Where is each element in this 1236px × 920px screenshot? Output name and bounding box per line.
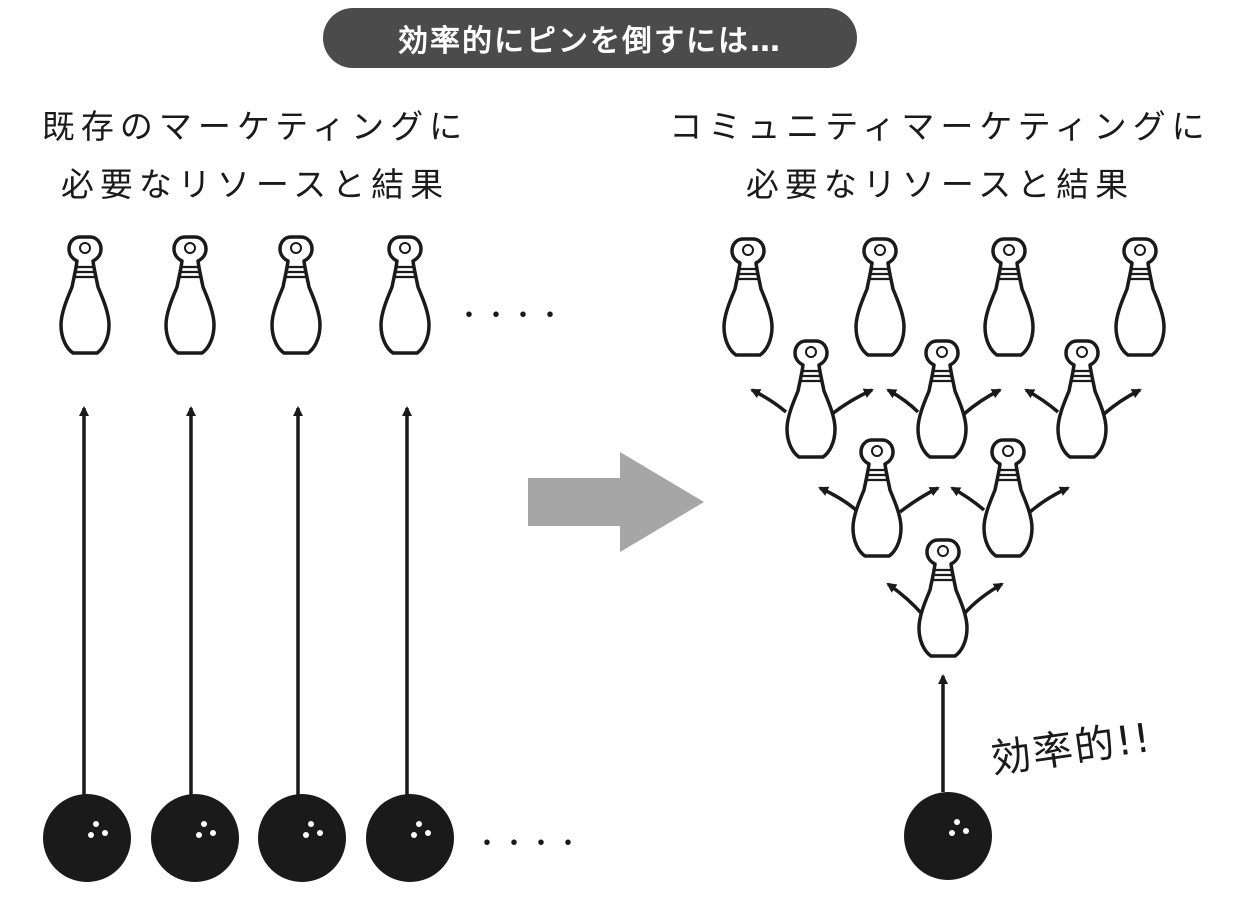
bowling-ball-icon	[151, 794, 239, 882]
bowling-pin-icon	[270, 235, 322, 355]
right-heading: コミュニティマーケティングに 必要なリソースと結果	[660, 98, 1220, 214]
bowling-ball-icon	[258, 794, 346, 882]
branch-arrow	[818, 486, 858, 512]
branch-arrow	[886, 582, 924, 616]
left-column-1	[43, 235, 131, 882]
bowling-pin-icon	[379, 235, 431, 355]
bowling-pin-icon	[785, 339, 837, 459]
bowling-pin-icon	[916, 339, 968, 459]
right-heading-line2: 必要なリソースと結果	[745, 165, 1135, 204]
left-heading: 既存のマーケティングに 必要なリソースと結果	[20, 98, 490, 214]
branch-arrow	[962, 388, 1002, 416]
branch-arrow	[950, 486, 986, 512]
pin-second-row	[785, 339, 1108, 459]
bowling-pin-icon	[983, 237, 1035, 357]
bowling-pin-icon	[982, 438, 1034, 558]
branch-arrow	[1028, 486, 1070, 514]
bowling-pin-icon	[1056, 339, 1108, 459]
left-column-2	[151, 235, 239, 882]
branch-arrow	[1102, 388, 1142, 416]
bowling-ball-icon	[366, 794, 454, 882]
bowling-pin-icon	[917, 538, 969, 658]
bowling-pin-icon	[851, 438, 903, 558]
bowling-ball-icon	[43, 794, 131, 882]
title-text: 効率的にピンを倒すには…	[398, 24, 782, 59]
branch-arrow	[1024, 388, 1060, 414]
left-column-3	[258, 235, 346, 882]
bowling-pin-icon	[854, 237, 906, 357]
pin-front	[917, 538, 969, 658]
left-column-4	[366, 235, 454, 882]
bowling-ball-icon	[904, 792, 992, 880]
pins-ellipsis: ・・・・	[456, 301, 564, 331]
left-heading-line1: 既存のマーケティングに	[41, 107, 469, 146]
branch-arrows	[750, 388, 1142, 792]
right-heading-line1: コミュニティマーケティングに	[669, 107, 1211, 146]
balls-ellipsis: ・・・・	[474, 829, 582, 859]
title-badge: 効率的にピンを倒すには…	[323, 8, 857, 68]
branch-arrow	[886, 388, 920, 414]
left-heading-line2: 必要なリソースと結果	[60, 165, 450, 204]
branch-arrow	[830, 388, 874, 416]
branch-arrow	[962, 582, 1004, 616]
branch-arrow	[898, 486, 940, 514]
pin-top-row	[722, 237, 1166, 357]
bowling-pin-icon	[164, 235, 216, 355]
right-block-arrow-icon	[528, 452, 704, 552]
bowling-pin-icon	[722, 237, 774, 357]
bowling-pin-icon	[1114, 237, 1166, 357]
branch-arrow	[750, 388, 788, 414]
bowling-pin-icon	[59, 235, 111, 355]
